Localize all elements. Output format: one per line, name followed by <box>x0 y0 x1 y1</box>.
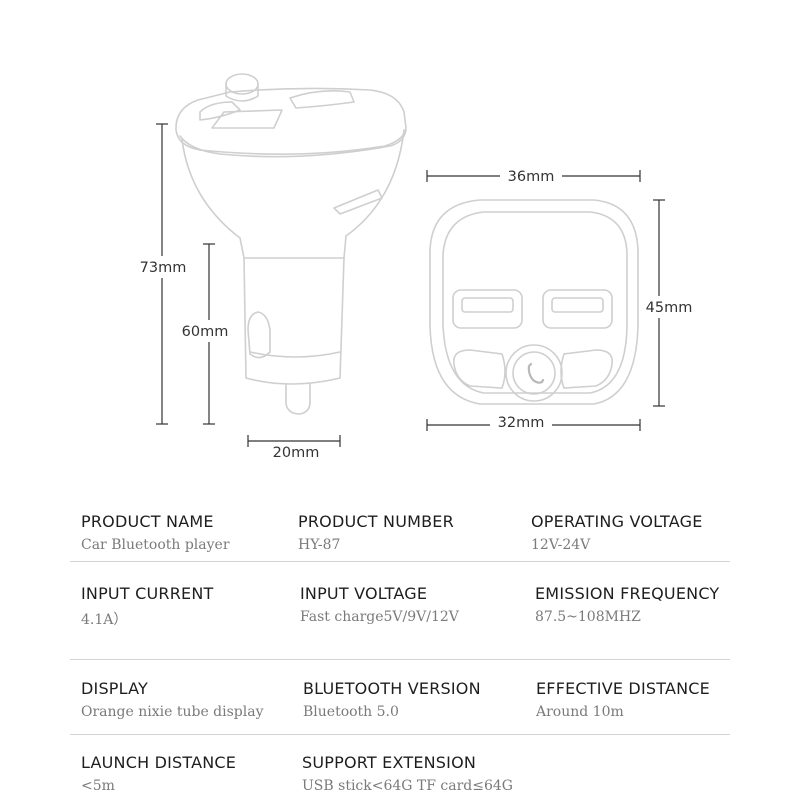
spec-launch-distance: LAUNCH DISTANCE <5m <box>81 753 236 794</box>
label-bg-45 <box>640 296 698 318</box>
spec-value: Fast charge5V/9V/12V <box>300 609 459 625</box>
charger-side-slot <box>333 189 383 215</box>
charger-top-usb-port <box>211 109 283 129</box>
phone-icon <box>527 362 545 384</box>
spec-label: SUPPORT EXTENSION <box>302 753 477 772</box>
usb-port-right <box>542 289 613 329</box>
spec-value: Bluetooth 5.0 <box>303 704 399 720</box>
spec-label: EFFECTIVE DISTANCE <box>536 679 710 698</box>
spec-value: <5m <box>81 778 115 794</box>
usb-port-left-inner <box>461 297 514 313</box>
label-bg-32 <box>490 414 552 436</box>
spec-label: DISPLAY <box>81 679 149 698</box>
spec-value: Around 10m <box>536 704 624 720</box>
front-center-dial-inner <box>512 351 556 395</box>
dim-label-20: 20mm <box>273 445 320 461</box>
spec-label: EMISSION FREQUENCY <box>535 584 720 603</box>
spec-bluetooth-version: BLUETOOTH VERSION Bluetooth 5.0 <box>303 679 481 720</box>
dim-label-45: 45mm <box>646 300 693 316</box>
front-button-right <box>560 349 613 389</box>
front-button-left <box>453 349 506 389</box>
dim-label-36: 36mm <box>508 169 555 185</box>
charger-top-button-left <box>199 101 241 121</box>
product-drawing: 73mm 60mm 20mm 36mm 45mm 32mm <box>134 73 698 461</box>
charger-top-button-right <box>289 90 355 109</box>
charger-cap-rim <box>179 129 407 158</box>
charger-front-inner <box>442 211 628 394</box>
charger-plug-band <box>249 351 341 358</box>
spec-emission-frequency: EMISSION FREQUENCY 87.5~108MHZ <box>535 584 719 625</box>
row-divider <box>70 561 730 562</box>
spec-effective-distance: EFFECTIVE DISTANCE Around 10m <box>536 679 710 720</box>
row-divider <box>70 734 730 735</box>
spec-operating-voltage: OPERATING VOLTAGE 12V-24V <box>531 512 703 553</box>
spec-value: USB stick<64G TF card≤64G <box>302 778 513 794</box>
usb-port-left <box>452 289 523 329</box>
charger-top-cap <box>175 87 407 155</box>
charger-front-outline <box>429 199 639 405</box>
spec-product-name: PRODUCT NAME Car Bluetooth player <box>81 512 230 553</box>
spec-value: HY-87 <box>298 537 341 553</box>
spec-value: Car Bluetooth player <box>81 537 230 553</box>
spec-display: DISPLAY Orange nixie tube display <box>81 679 264 720</box>
spec-support-extension: SUPPORT EXTENSION USB stick<64G TF card≤… <box>302 753 513 794</box>
spec-label: BLUETOOTH VERSION <box>303 679 481 698</box>
row-divider <box>70 659 730 660</box>
charger-tip <box>285 383 311 415</box>
dim-label-32: 32mm <box>498 415 545 431</box>
spec-label: LAUNCH DISTANCE <box>81 753 237 772</box>
charger-side-view <box>175 73 407 415</box>
spec-label: PRODUCT NAME <box>81 512 214 531</box>
label-bg-60 <box>176 320 234 342</box>
label-bg-73 <box>134 256 192 278</box>
front-center-dial <box>505 344 563 402</box>
spec-value: 87.5~108MHZ <box>535 609 641 625</box>
label-bg-36 <box>500 165 562 187</box>
charger-knob-side <box>225 83 259 102</box>
side-dimension-lines <box>156 123 341 447</box>
spec-label: OPERATING VOLTAGE <box>531 512 703 531</box>
spec-label: PRODUCT NUMBER <box>298 512 454 531</box>
spec-product-number: PRODUCT NUMBER HY-87 <box>298 512 454 553</box>
usb-port-right-inner <box>551 297 604 313</box>
spec-label: INPUT CURRENT <box>81 584 214 603</box>
charger-front-view <box>429 199 639 405</box>
charger-spring-contact <box>247 311 271 359</box>
dim-label-73: 73mm <box>140 260 187 276</box>
dim-label-60: 60mm <box>182 324 229 340</box>
spec-input-voltage: INPUT VOLTAGE Fast charge5V/9V/12V <box>300 584 459 625</box>
spec-value: 4.1A） <box>81 612 128 628</box>
charger-plug-barrel <box>243 257 345 385</box>
spec-value: 12V-24V <box>531 537 591 553</box>
spec-value: Orange nixie tube display <box>81 704 264 720</box>
spec-input-current: INPUT CURRENT 4.1A） <box>81 584 213 629</box>
spec-label: INPUT VOLTAGE <box>300 584 428 603</box>
